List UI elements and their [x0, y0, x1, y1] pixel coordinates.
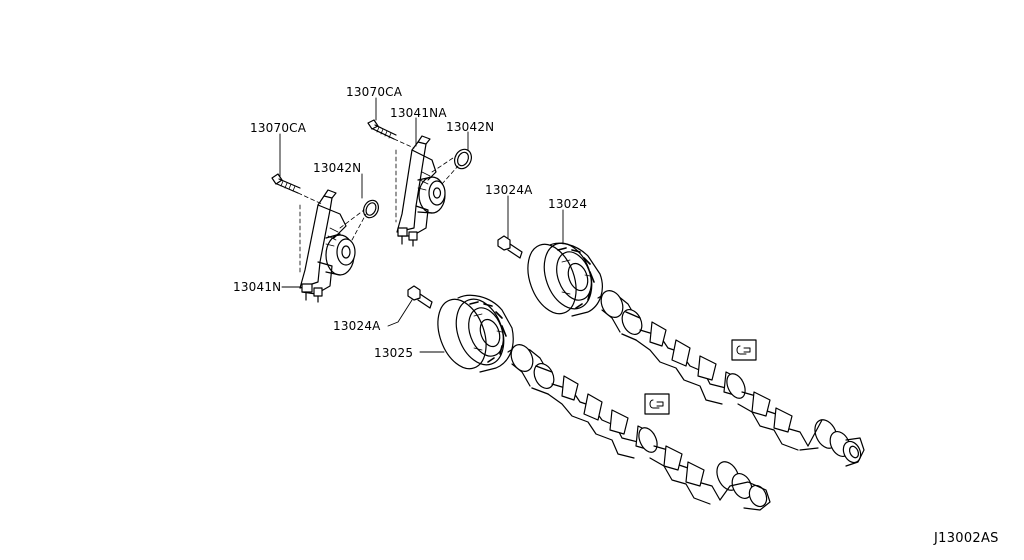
diagram-code: J13002AS: [934, 531, 999, 546]
guide-lines-left: [298, 193, 366, 275]
callout-13042n-left: 13042N: [313, 161, 362, 175]
leader-lines: [280, 98, 563, 352]
camshaft-upper: [597, 287, 864, 466]
sealant-icon: [732, 340, 756, 360]
callout-13041n: 13041N: [233, 280, 282, 294]
bolt-13070ca-left: [272, 174, 300, 193]
callout-13041na: 13041NA: [390, 106, 447, 120]
callout-13070ca-top: 13070CA: [346, 85, 403, 99]
callout-13024: 13024: [548, 197, 588, 211]
o-ring-13042n-right: [452, 147, 475, 172]
bolt-13070ca-top: [368, 120, 396, 139]
vtc-solenoid-left: [300, 190, 355, 302]
bolt-13024a-top: [498, 236, 522, 258]
guide-lines-right: [394, 139, 458, 222]
callout-13024a-bottom: 13024A: [333, 319, 381, 333]
vtc-solenoid-right: [397, 136, 445, 246]
callout-13070ca-left: 13070CA: [250, 121, 307, 135]
callout-13025: 13025: [374, 346, 414, 360]
camshaft-lower: [507, 341, 770, 510]
sprocket-13025: [429, 293, 513, 376]
bolt-13024a-bottom: [408, 286, 432, 308]
callout-13024a-top: 13024A: [485, 183, 533, 197]
sprocket-13024: [519, 237, 602, 321]
o-ring-13042n-left: [361, 198, 381, 220]
sealant-icon: [645, 394, 669, 414]
callout-13042n-right: 13042N: [446, 120, 495, 134]
